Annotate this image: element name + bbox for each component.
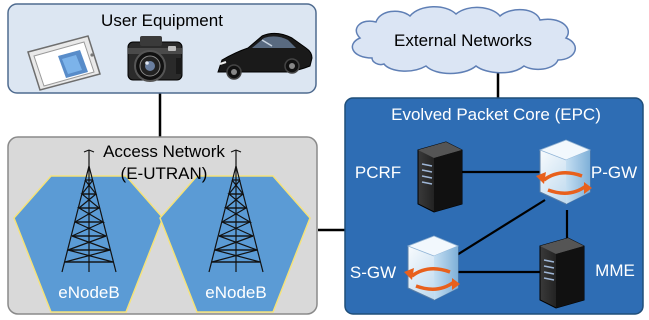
pcrf-label: PCRF xyxy=(355,163,401,182)
user-equipment-title: User Equipment xyxy=(101,11,223,30)
cell-tower-icon xyxy=(208,149,264,273)
epc-links xyxy=(451,170,569,274)
access-network-title: Access Network xyxy=(103,142,225,161)
access-network-panel: Access Network (E-UTRAN) eNodeB eNodeB xyxy=(7,136,318,315)
access-network-subtitle: (E-UTRAN) xyxy=(121,164,208,183)
cell-tower-icon xyxy=(61,149,117,273)
server-icon xyxy=(539,237,585,309)
tablet-icon xyxy=(27,35,101,91)
epc-title: Evolved Packet Core (EPC) xyxy=(391,105,601,124)
user-equipment-panel: User Equipment xyxy=(7,3,317,94)
cloud-icon xyxy=(351,6,576,75)
router-cube-icon xyxy=(404,235,460,301)
external-networks: External Networks xyxy=(351,6,576,75)
router-cube-icon xyxy=(536,139,592,205)
link-pgw-sgw xyxy=(451,199,546,259)
cell-hexagon-2 xyxy=(159,175,311,313)
camera-icon xyxy=(127,36,183,82)
enodeb-label-1: eNodeB xyxy=(58,283,119,302)
sgw-label: S-GW xyxy=(350,263,396,282)
pgw-label: P-GW xyxy=(591,163,637,182)
car-icon xyxy=(217,32,313,80)
mme-label: MME xyxy=(595,261,635,280)
epc-panel: Evolved Packet Core (EPC) PCRF xyxy=(344,97,644,315)
external-networks-label: External Networks xyxy=(394,31,532,50)
server-icon xyxy=(417,141,463,213)
enodeb-label-2: eNodeB xyxy=(205,283,266,302)
